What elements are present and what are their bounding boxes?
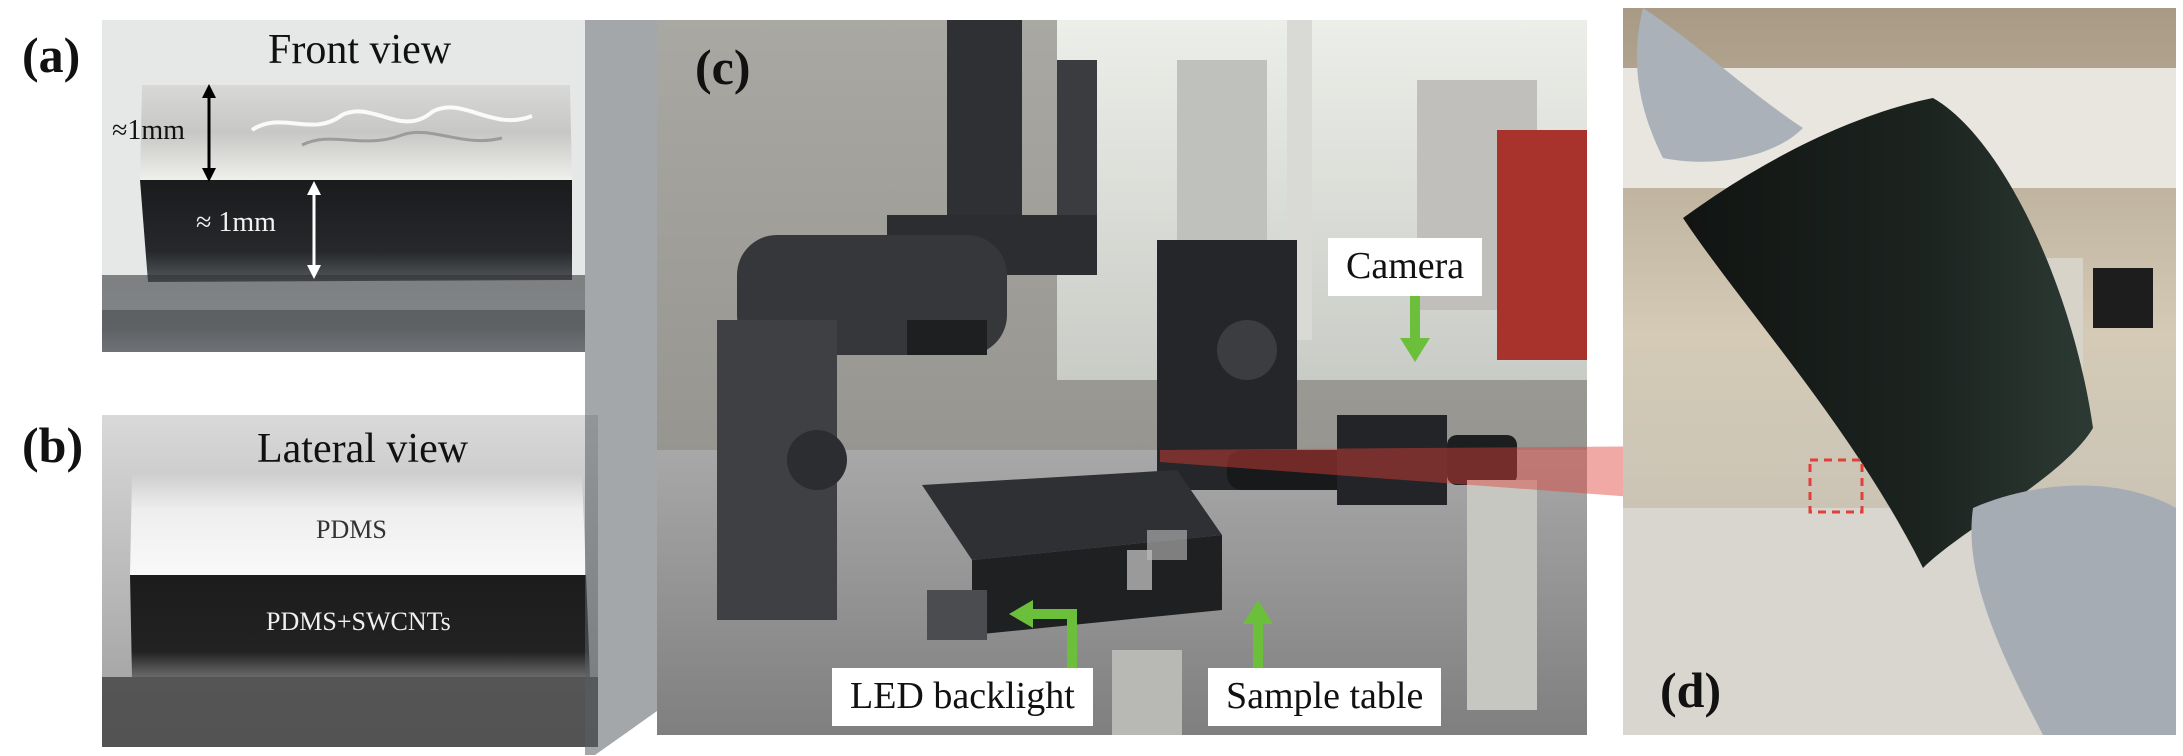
- flexible-film-photo: [1623, 8, 2176, 735]
- dimension-top-label: ≈1mm: [112, 115, 185, 146]
- camera-callout: Camera: [1328, 238, 1483, 296]
- front-view-image: [102, 20, 585, 352]
- led-backlight-callout: LED backlight: [832, 668, 1093, 726]
- pdms-swcnts-layer-label: PDMS+SWCNTs: [266, 607, 451, 636]
- pdms-layer-label: PDMS: [316, 515, 387, 544]
- lateral-view-title: Lateral view: [257, 426, 469, 472]
- setup-image: [657, 20, 1587, 735]
- front-view-title: Front view: [268, 27, 452, 73]
- dimension-bottom-label: ≈ 1mm: [196, 207, 276, 238]
- front-view-photo: [102, 20, 585, 352]
- panel-a-label: (a): [22, 27, 81, 83]
- panel-d-label: (d): [1660, 662, 1722, 718]
- flexible-film-image: [1623, 8, 2176, 735]
- panel-c-label: (c): [695, 39, 751, 95]
- sample-table-callout: Sample table: [1208, 668, 1442, 726]
- lateral-view-photo: [102, 415, 598, 747]
- panel-b-label: (b): [22, 417, 84, 473]
- setup-photo: [657, 20, 1587, 735]
- lateral-view-image: [102, 415, 598, 747]
